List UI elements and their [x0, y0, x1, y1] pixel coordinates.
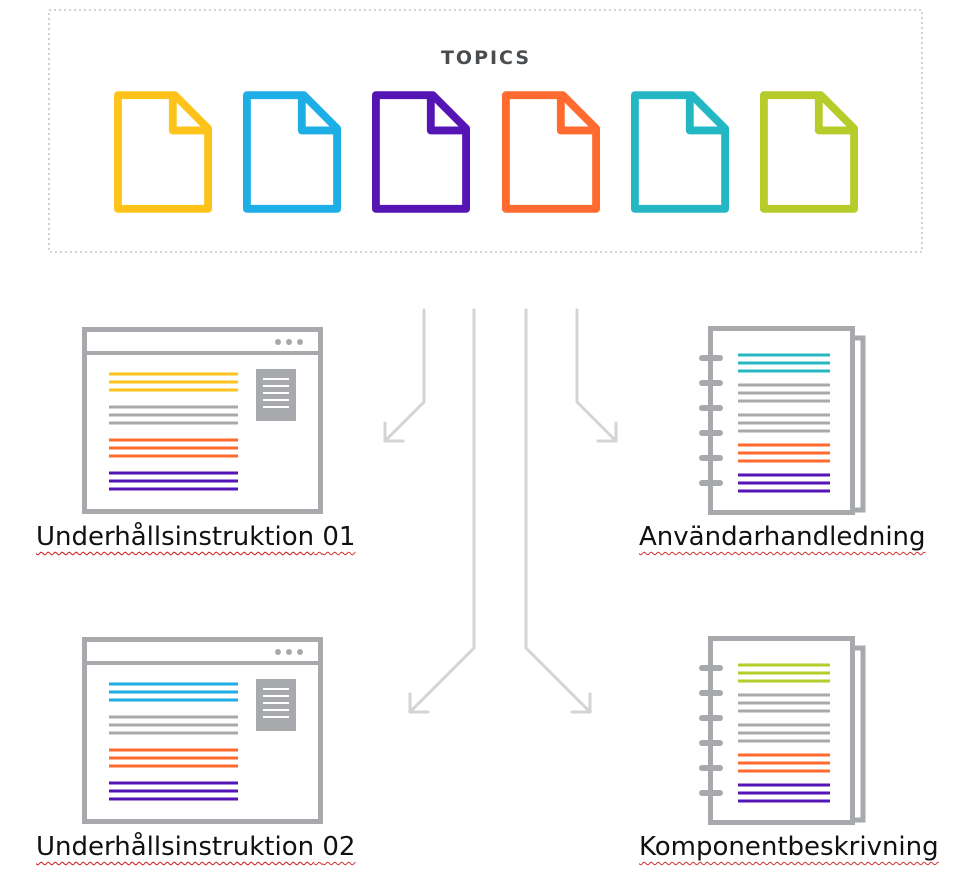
caption-doc2-word: Underhållsinstruktion [36, 832, 315, 862]
browser-window-icon [82, 327, 323, 514]
browser-window-icon [82, 637, 323, 824]
caption-doc1: Underhållsinstruktion 01 [36, 522, 355, 552]
flow-arrows [383, 308, 618, 714]
spiral-rings [699, 355, 723, 486]
arrow-head-doc2 [408, 692, 430, 714]
spiral-notebook-icon [699, 326, 866, 515]
arrow-head-doc1 [383, 421, 405, 443]
topic-purple-file-icon [376, 95, 466, 209]
caption-doc2: Underhållsinstruktion 02 [36, 832, 355, 862]
topics-title: TOPICS [441, 47, 531, 69]
topic-files [118, 95, 854, 209]
spiral-rings [699, 665, 723, 796]
topics-container [48, 9, 923, 253]
topic-orange-file-icon [506, 95, 596, 209]
caption-doc1-number: 01 [322, 522, 356, 552]
arrow-to-doc3 [575, 308, 618, 443]
caption-doc2-number: 02 [322, 832, 356, 862]
arrow-head-doc3 [596, 421, 618, 443]
topic-lime-file-icon [764, 95, 854, 209]
arrow-head-doc4 [570, 692, 592, 714]
topic-teal-file-icon [635, 95, 725, 209]
caption-doc4: Komponentbeskrivning [639, 832, 939, 862]
caption-doc1-word: Underhållsinstruktion [36, 522, 315, 552]
arrow-to-doc4 [524, 308, 592, 714]
spiral-notebook-icon [699, 636, 866, 825]
caption-doc3: Användarhandledning [639, 522, 926, 552]
arrow-to-doc1 [383, 308, 426, 443]
topic-yellow-file-icon [118, 95, 208, 209]
arrow-to-doc2 [408, 308, 476, 714]
topic-blue-file-icon [247, 95, 337, 209]
